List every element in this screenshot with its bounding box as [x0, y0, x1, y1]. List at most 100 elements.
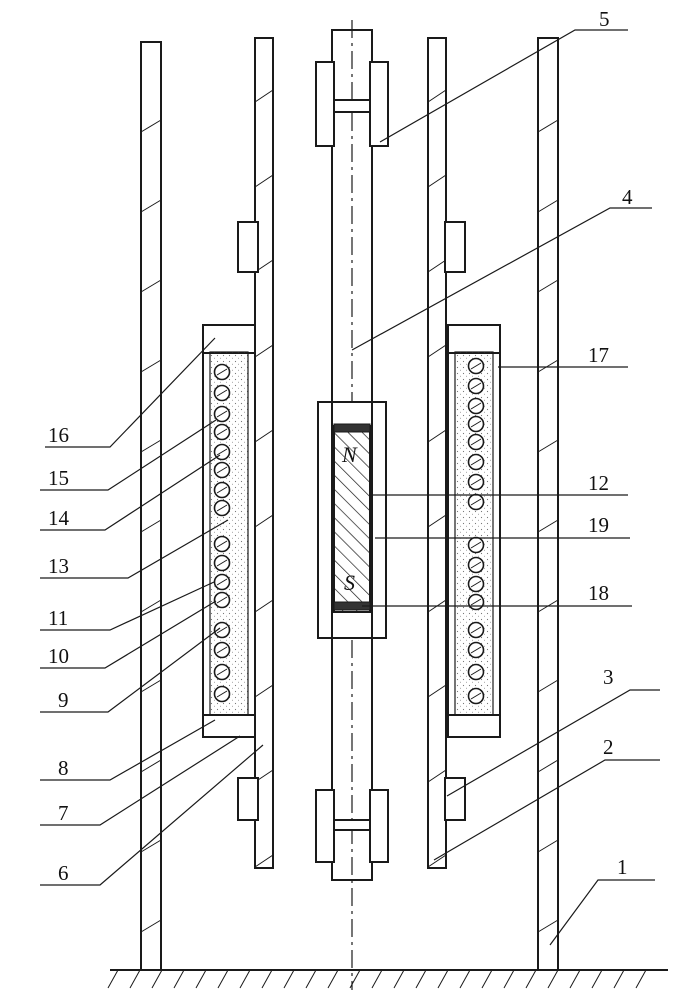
coil-winding [213, 663, 231, 681]
ground-hatch-mark [283, 969, 295, 989]
tube-section-mark [427, 429, 447, 443]
label-14: 14 [48, 506, 70, 530]
north-pole-mark: N [341, 442, 358, 467]
coil-winding [467, 357, 485, 375]
tube-section-mark [254, 854, 274, 868]
tube-section-mark [140, 679, 162, 693]
ground-hatch-mark [415, 969, 427, 989]
coil-winding [213, 481, 231, 499]
tube-section-mark [427, 259, 447, 273]
label-9: 9 [58, 688, 69, 712]
tube-section-mark [254, 429, 274, 443]
label-11: 11 [48, 606, 68, 630]
ground-hatch-mark [129, 969, 141, 989]
coil-winding [213, 461, 231, 479]
ground-hatch-mark [635, 969, 647, 989]
ground-hatch-mark [393, 969, 405, 989]
coil-winding [213, 535, 231, 553]
tube-section-mark [140, 599, 162, 613]
tube-section-mark [140, 919, 162, 933]
inner-tube [254, 37, 447, 869]
ground-hatch-mark [371, 969, 383, 989]
shaft-collars [315, 61, 389, 863]
tube-section-mark [140, 439, 162, 453]
ground-hatch-mark [591, 969, 603, 989]
ground-hatch-mark [239, 969, 251, 989]
coil-winding [213, 423, 231, 441]
tube-section-mark [537, 759, 559, 773]
coil-winding [467, 433, 485, 451]
coil-winding [467, 453, 485, 471]
tube-section-mark [427, 684, 447, 698]
coil-winding [213, 554, 231, 572]
coil-winding [213, 621, 231, 639]
tube-section-mark [427, 769, 447, 783]
label-12: 12 [588, 471, 609, 495]
coil-winding [467, 687, 485, 705]
label-19: 19 [588, 513, 609, 537]
coil-winding [213, 384, 231, 402]
tube-section-mark [427, 89, 447, 103]
label-5: 5 [599, 7, 610, 31]
label-4: 4 [622, 185, 633, 209]
tube-section-mark [537, 519, 559, 533]
tube-section-mark [140, 119, 162, 133]
ground-hatch-mark [107, 969, 119, 989]
tube-section-mark [537, 439, 559, 453]
tube-section-mark [254, 684, 274, 698]
tube-section-mark [537, 119, 559, 133]
tube-section-mark [427, 854, 447, 868]
part-labels: 5 4 17 12 19 18 3 2 1 16 15 14 13 11 10 … [48, 7, 633, 885]
tube-section-mark [537, 359, 559, 373]
ground-hatch-mark [481, 969, 493, 989]
label-6: 6 [58, 861, 69, 885]
tube-section-mark [254, 174, 274, 188]
coil-winding [213, 591, 231, 609]
outer-tube [140, 37, 559, 971]
tube-section-mark [427, 174, 447, 188]
label-17: 17 [588, 343, 609, 367]
tube-section-mark [537, 919, 559, 933]
left-coil-assembly [202, 324, 256, 738]
ground-hatch-mark [569, 969, 581, 989]
coil-winding [467, 415, 485, 433]
coil-winding [467, 493, 485, 511]
coil-winding [213, 363, 231, 381]
tube-section-mark [140, 519, 162, 533]
label-2: 2 [603, 735, 614, 759]
tube-section-mark [254, 89, 274, 103]
tube-section-mark [427, 344, 447, 358]
right-coil-assembly [447, 324, 501, 738]
tube-section-mark [140, 279, 162, 293]
coil-winding [213, 641, 231, 659]
south-pole-mark: S [344, 570, 355, 595]
ground-hatch-mark [327, 969, 339, 989]
coil-winding [467, 556, 485, 574]
label-15: 15 [48, 466, 69, 490]
tube-section-mark [254, 599, 274, 613]
tube-section-mark [427, 514, 447, 528]
label-8: 8 [58, 756, 69, 780]
tube-section-mark [254, 344, 274, 358]
ground-hatch-mark [459, 969, 471, 989]
coil-winding [213, 685, 231, 703]
ground-hatch-mark [613, 969, 625, 989]
ground-hatch-mark [195, 969, 207, 989]
coil-winding [467, 377, 485, 395]
ground-hatch-mark [437, 969, 449, 989]
ground-base [107, 969, 668, 989]
tube-section-mark [140, 759, 162, 773]
coil-winding [213, 405, 231, 423]
coil-winding [467, 575, 485, 593]
tube-section-mark [140, 359, 162, 373]
coil-winding [467, 397, 485, 415]
leader-lines [40, 29, 660, 946]
coil-winding [467, 621, 485, 639]
ground-hatch-mark [151, 969, 163, 989]
label-10: 10 [48, 644, 69, 668]
tube-section-mark [537, 279, 559, 293]
ground-hatch-mark [217, 969, 229, 989]
label-18: 18 [588, 581, 609, 605]
